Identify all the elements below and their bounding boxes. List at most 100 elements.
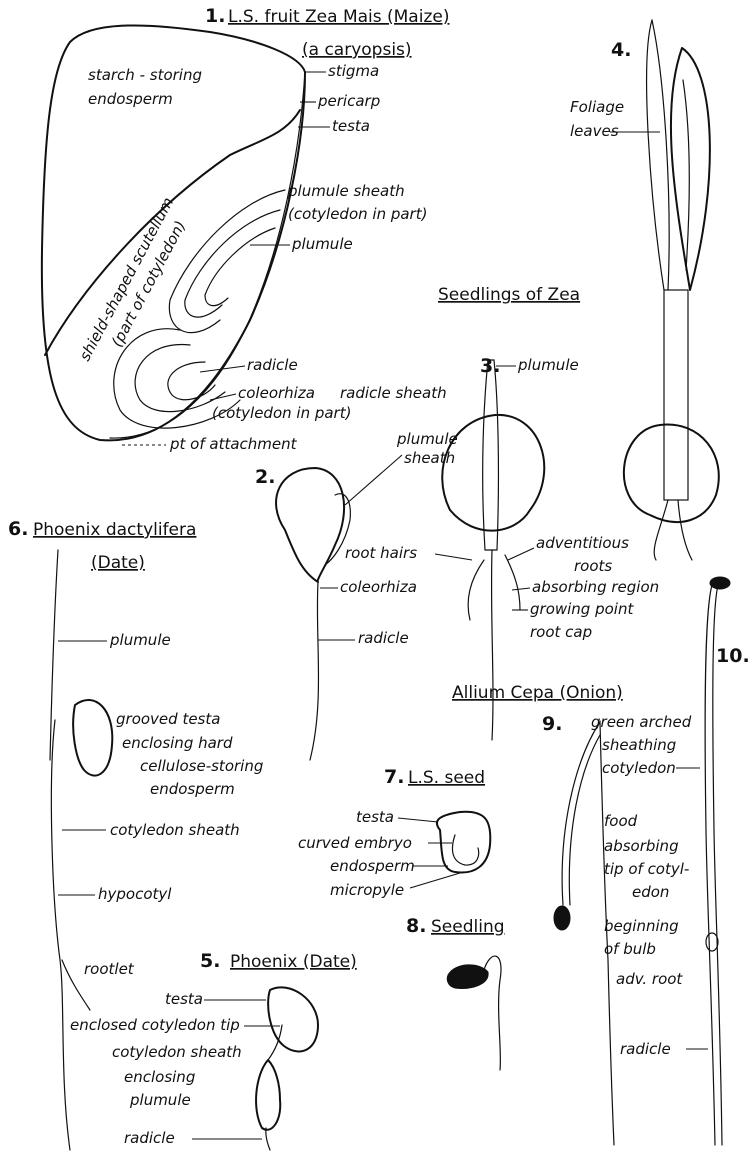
- label-root-cap: root cap: [530, 623, 592, 641]
- leaf-1b: [652, 20, 669, 290]
- label-testa: testa: [332, 117, 370, 135]
- root-b: [678, 500, 692, 560]
- label-stigma: stigma: [328, 62, 379, 80]
- label-coleorhiza: coleorhiza: [238, 384, 315, 402]
- radicle: [492, 550, 493, 740]
- label-green-arched: green arched: [591, 713, 692, 731]
- label-plumule: plumule: [129, 1091, 191, 1109]
- leader-coleorhiza: [210, 394, 236, 400]
- label-absorbing-region: absorbing region: [532, 578, 659, 596]
- hypocotyl: [51, 720, 70, 1150]
- radicle-root: [266, 1128, 270, 1150]
- figure-6-subtitle: (Date): [91, 553, 145, 573]
- label-radicle-sheath: radicle sheath: [340, 384, 447, 402]
- label-pericarp: pericarp: [317, 92, 380, 110]
- leaf-2: [671, 48, 710, 290]
- label-root-hairs: root hairs: [345, 544, 417, 562]
- label-growing-point: growing point: [530, 600, 634, 618]
- label-leaves: leaves: [570, 122, 619, 140]
- grooved-testa: [73, 700, 112, 776]
- label-micropyle: micropyle: [330, 881, 404, 899]
- leader-root-hairs: [435, 554, 472, 560]
- root-hairs: [468, 560, 484, 620]
- cotyledon-sheath: [256, 1060, 280, 1130]
- figure-6-number: 6.: [8, 518, 28, 540]
- radicle: [310, 582, 319, 760]
- figure-5-title: Phoenix (Date): [230, 952, 357, 972]
- grain: [276, 468, 344, 582]
- figure-1-number: 1.: [205, 5, 225, 27]
- figure-7-onion-seed: 7. L.S. seed testa curved embryo endospe…: [298, 766, 490, 899]
- plumule-arc-1: [185, 210, 280, 317]
- figure-8-onion-seedling: 8. Seedling: [406, 915, 505, 1070]
- label-cotyledon-in-part-1: (cotyledon in part): [288, 205, 427, 223]
- root-a: [654, 500, 668, 560]
- bulb: [706, 933, 718, 951]
- figure-5-number: 5.: [200, 950, 220, 972]
- cotyledon-inner: [569, 735, 600, 905]
- label-sheath: sheath: [404, 449, 455, 467]
- heading-allium-cepa: Allium Cepa (Onion): [452, 683, 623, 703]
- label-endosperm: endosperm: [150, 780, 235, 798]
- label-food: food: [604, 812, 638, 830]
- radicle-curve: [168, 362, 215, 400]
- label-enclosed-cotyledon-tip: enclosed cotyledon tip: [70, 1016, 240, 1034]
- label-cotyledon: cotyledon: [602, 759, 676, 777]
- label-plumule-sheath: plumule sheath: [287, 182, 405, 200]
- figure-6-title: Phoenix dactylifera: [33, 520, 196, 540]
- stem: [664, 290, 688, 500]
- label-sheathing: sheathing: [602, 736, 676, 754]
- adventitious-root: [505, 555, 520, 610]
- figure-8-title: Seedling: [431, 917, 505, 937]
- cotyledon-right: [713, 585, 722, 1145]
- label-cotyledon-sheath: cotyledon sheath: [112, 1043, 242, 1061]
- label-grooved-testa: grooved testa: [116, 710, 220, 728]
- figure-2-zea-seedling: 2. plumule sheath coleorhiza radicle: [255, 430, 458, 760]
- leader-plumule-sheath: [345, 455, 402, 505]
- label-rootlet: rootlet: [84, 960, 135, 978]
- label-roots: roots: [574, 557, 612, 575]
- figure-5-date-seed: 5. Phoenix (Date) testa enclosed cotyled…: [70, 950, 357, 1150]
- label-enclosing: enclosing: [124, 1068, 195, 1086]
- label-radicle: radicle: [620, 1040, 671, 1058]
- label-radicle: radicle: [124, 1129, 175, 1147]
- label-curved-embryo: curved embryo: [298, 834, 412, 852]
- label-pt-of-attachment: pt of attachment: [169, 435, 298, 453]
- figure-2-number: 2.: [255, 466, 275, 488]
- figure-1-maize-fruit: 1. L.S. fruit Zea Mais (Maize) (a caryop…: [42, 5, 450, 453]
- label-cellulose-storing: cellulose-storing: [140, 757, 263, 775]
- figure-4-number: 4.: [611, 39, 631, 61]
- label-testa: testa: [165, 990, 203, 1008]
- figure-1-title: L.S. fruit Zea Mais (Maize): [228, 7, 449, 27]
- label-coleorhiza: coleorhiza: [340, 578, 417, 596]
- leaf-2-vein: [683, 80, 689, 270]
- label-radicle: radicle: [247, 356, 298, 374]
- leader-testa: [398, 818, 438, 822]
- figure-7-title: L.S. seed: [408, 768, 485, 788]
- label-plumule: plumule: [396, 430, 458, 448]
- seed-outline: [437, 812, 490, 873]
- leader-adventitious: [508, 548, 534, 560]
- figure-9-onion-seedling: 9. green arched sheathing cotyledon food…: [542, 713, 708, 1145]
- heading-seedlings-of-zea: Seedlings of Zea: [438, 285, 580, 305]
- figure-10-number: 10.: [716, 645, 750, 667]
- plumule-arc-2: [205, 228, 275, 306]
- plumule-shoot: [483, 360, 499, 550]
- label-beginning: beginning: [604, 917, 679, 935]
- seed: [554, 906, 570, 930]
- figure-9-number: 9.: [542, 713, 562, 735]
- label-cotyledon-sheath: cotyledon sheath: [110, 821, 240, 839]
- label-plumule: plumule: [109, 631, 171, 649]
- label-adventitious: adventitious: [536, 534, 629, 552]
- label-tip-of-cotyl: tip of cotyl-: [604, 860, 689, 878]
- seed: [447, 965, 488, 989]
- seed: [710, 577, 730, 589]
- label-endosperm: endosperm: [88, 90, 173, 108]
- figure-10-onion-seedling: 10.: [705, 577, 750, 1145]
- leaf-1: [647, 20, 664, 290]
- label-enclosing-hard: enclosing hard: [122, 734, 233, 752]
- label-adv-root: adv. root: [616, 970, 683, 988]
- grain: [624, 425, 719, 523]
- leader-absorbing: [512, 588, 530, 590]
